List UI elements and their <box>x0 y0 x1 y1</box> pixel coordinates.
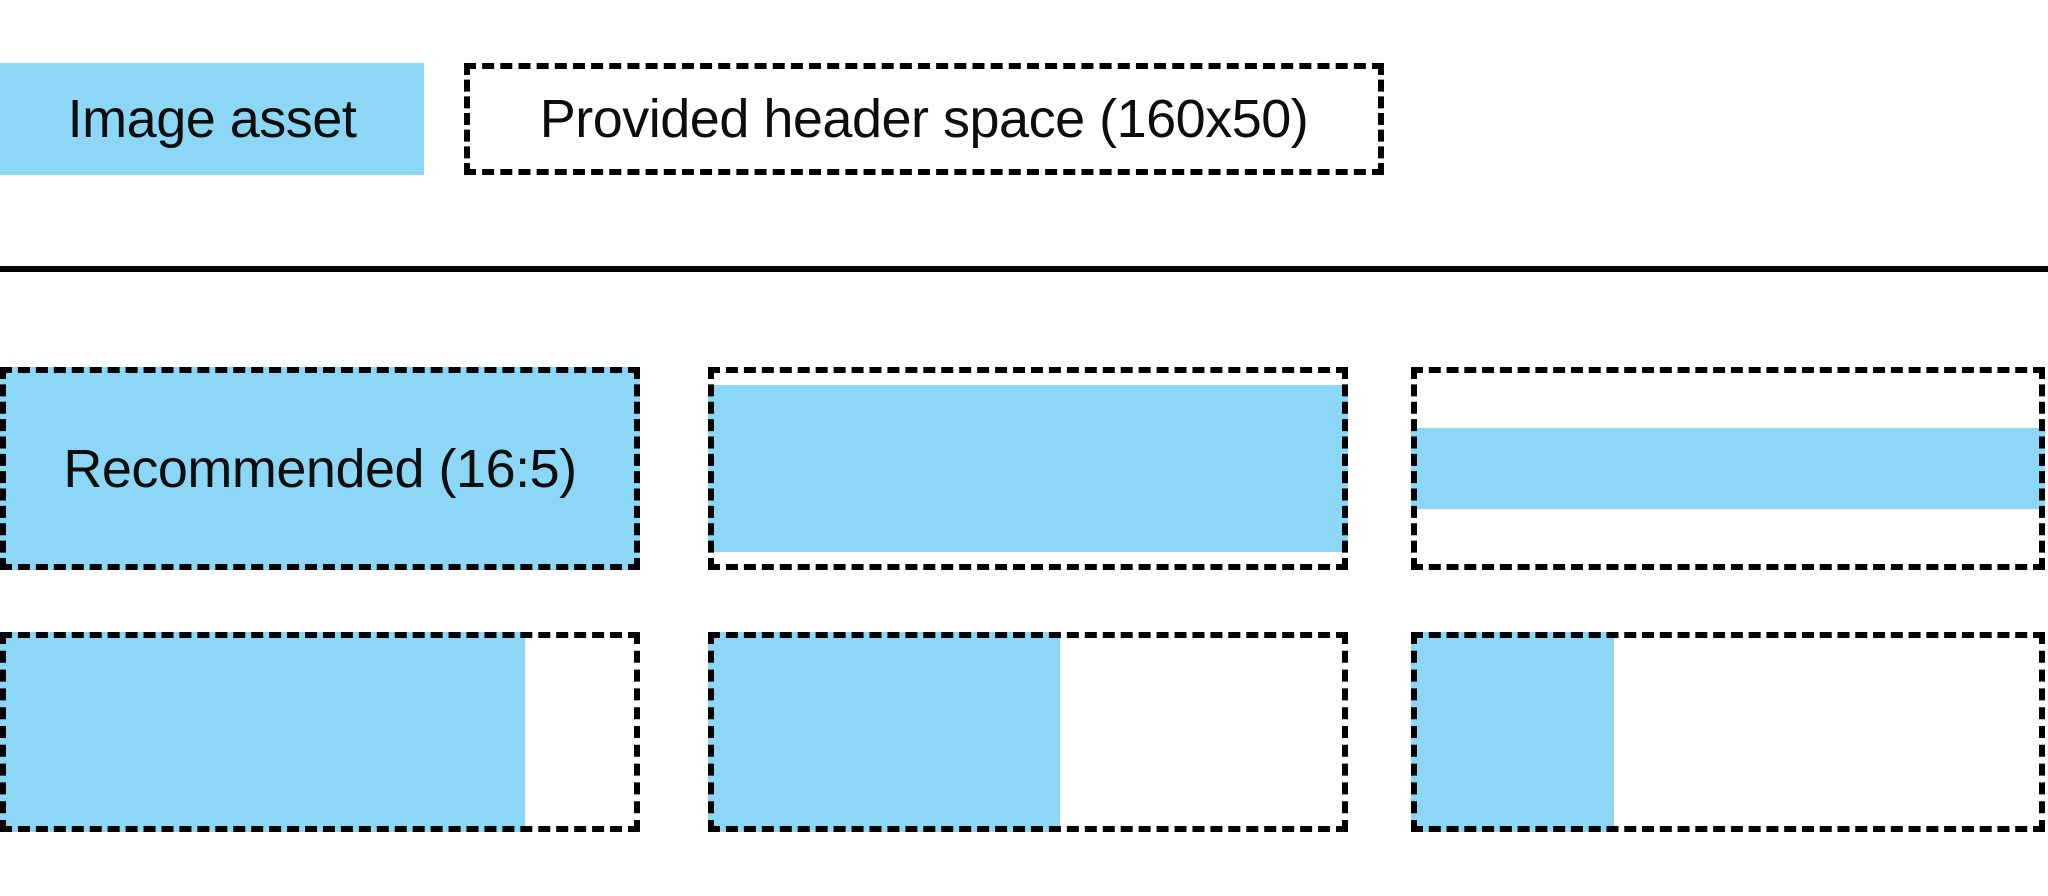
example-box-tall-16x9 <box>708 632 1348 832</box>
image-asset-fill <box>1411 632 1614 832</box>
image-asset-fill <box>708 632 1060 832</box>
image-asset-fill <box>0 367 640 570</box>
image-asset-legend-swatch: Image asset <box>0 63 424 175</box>
example-box-recommended-16x5: Recommended (16:5) <box>0 367 640 570</box>
header-space-legend-label: Provided header space (160x50) <box>539 89 1309 149</box>
header-space-legend-box: Provided header space (160x50) <box>464 63 1384 175</box>
image-asset-fill <box>0 632 525 832</box>
image-asset-legend-label: Image asset <box>67 89 357 149</box>
image-asset-fill <box>708 385 1348 552</box>
image-asset-fill <box>1411 427 2045 510</box>
example-box-wide-4x1 <box>708 367 1348 570</box>
example-box-tall-wide <box>0 632 640 832</box>
recommended-label: Recommended (16:5) <box>63 438 577 499</box>
example-box-wide-8x1 <box>1411 367 2045 570</box>
section-divider-line <box>0 266 2048 272</box>
example-box-tall-square <box>1411 632 2045 832</box>
